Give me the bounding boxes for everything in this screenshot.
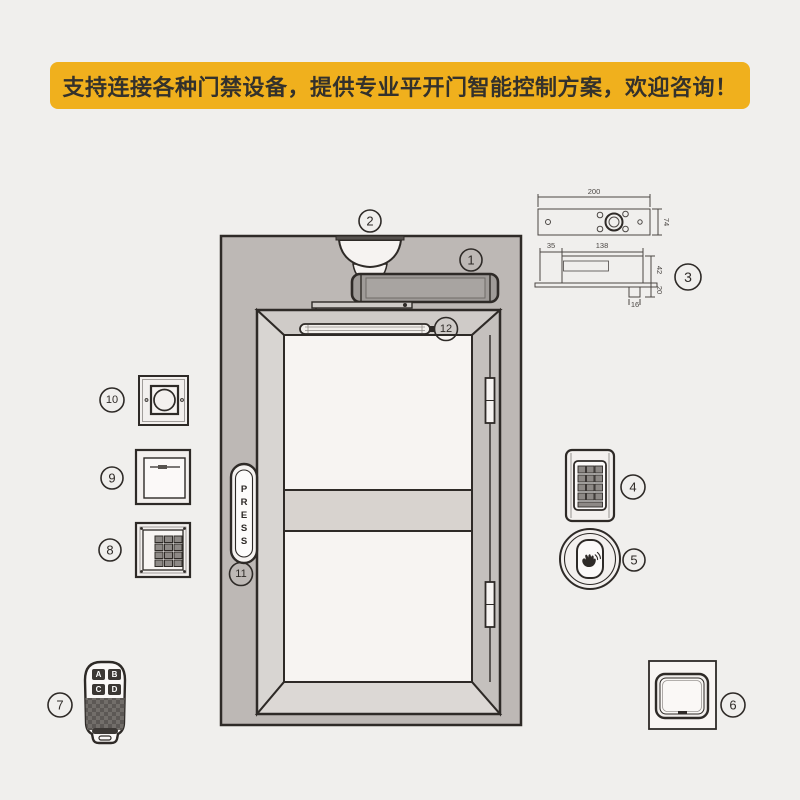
svg-text:9: 9 <box>108 471 115 486</box>
operator-dimension-drawing: 200 74 35 138 42 20 <box>534 187 671 309</box>
waving-hand-icon <box>582 551 601 568</box>
remote-button-a: A <box>96 670 102 679</box>
callout-9: 9 <box>100 466 124 490</box>
callout-1: 1 <box>459 248 483 272</box>
svg-text:4: 4 <box>629 480 636 495</box>
push-button-switch <box>138 375 189 426</box>
callout-7: 7 <box>47 692 73 718</box>
door-top-sensor-bar <box>299 323 434 335</box>
callout-2: 2 <box>358 209 382 233</box>
round-button <box>153 388 176 412</box>
svg-text:6: 6 <box>729 698 736 713</box>
press-exit-bar: P R E S S <box>229 462 259 565</box>
dim-side-length: 138 <box>596 241 609 250</box>
remote-button-c: C <box>96 685 102 694</box>
callout-6: 6 <box>720 692 746 718</box>
remote-control: A B C D <box>83 660 127 745</box>
svg-text:2: 2 <box>366 214 373 229</box>
promo-banner-text: 支持连接各种门禁设备，提供专业平开门智能控制方案，欢迎咨询！ <box>62 74 738 100</box>
remote-button-b: B <box>112 670 118 679</box>
press-letter: R <box>241 497 248 508</box>
press-letter: P <box>241 484 248 495</box>
touch-exit-panel <box>134 448 192 506</box>
callout-11: 11 <box>228 561 254 587</box>
dim-top-height: 74 <box>662 218 671 226</box>
keypad-keys <box>154 535 183 567</box>
callout-3: 3 <box>674 263 702 291</box>
press-letter: E <box>241 510 247 521</box>
dim-top-width: 200 <box>588 187 601 196</box>
remote-button-d: D <box>112 685 118 694</box>
callout-10: 10 <box>99 387 125 413</box>
door-hinges <box>484 335 496 682</box>
touchless-sensor <box>559 528 621 590</box>
callout-5: 5 <box>622 548 646 572</box>
door-leaf <box>283 334 473 683</box>
keypad-keys <box>577 465 603 508</box>
svg-text:10: 10 <box>106 394 118 406</box>
callout-4: 4 <box>620 474 646 500</box>
dim-side-depth: 20 <box>655 286 664 294</box>
dim-tab-width: 16 <box>631 300 639 309</box>
callout-8: 8 <box>98 538 122 562</box>
dim-side-height: 42 <box>655 266 664 274</box>
remote-buttons: A B C D <box>92 669 121 695</box>
svg-text:7: 7 <box>56 698 63 713</box>
keypad-panel <box>134 521 192 579</box>
press-letter: S <box>241 523 247 534</box>
svg-text:11: 11 <box>235 568 246 580</box>
door-lock-rail <box>283 489 473 532</box>
svg-text:1: 1 <box>467 253 474 268</box>
callout-12: 12 <box>433 316 459 342</box>
promo-banner: 支持连接各种门禁设备，提供专业平开门智能控制方案，欢迎咨询！ <box>50 62 750 109</box>
press-letter: S <box>241 536 247 547</box>
dim-side-offset: 35 <box>547 241 555 250</box>
door-operator <box>350 272 500 304</box>
keypad-access-unit <box>564 448 616 523</box>
svg-text:8: 8 <box>106 543 113 558</box>
svg-text:5: 5 <box>630 553 637 568</box>
svg-text:12: 12 <box>440 323 452 335</box>
svg-text:3: 3 <box>684 269 692 285</box>
wireless-exit-switch <box>648 660 717 730</box>
